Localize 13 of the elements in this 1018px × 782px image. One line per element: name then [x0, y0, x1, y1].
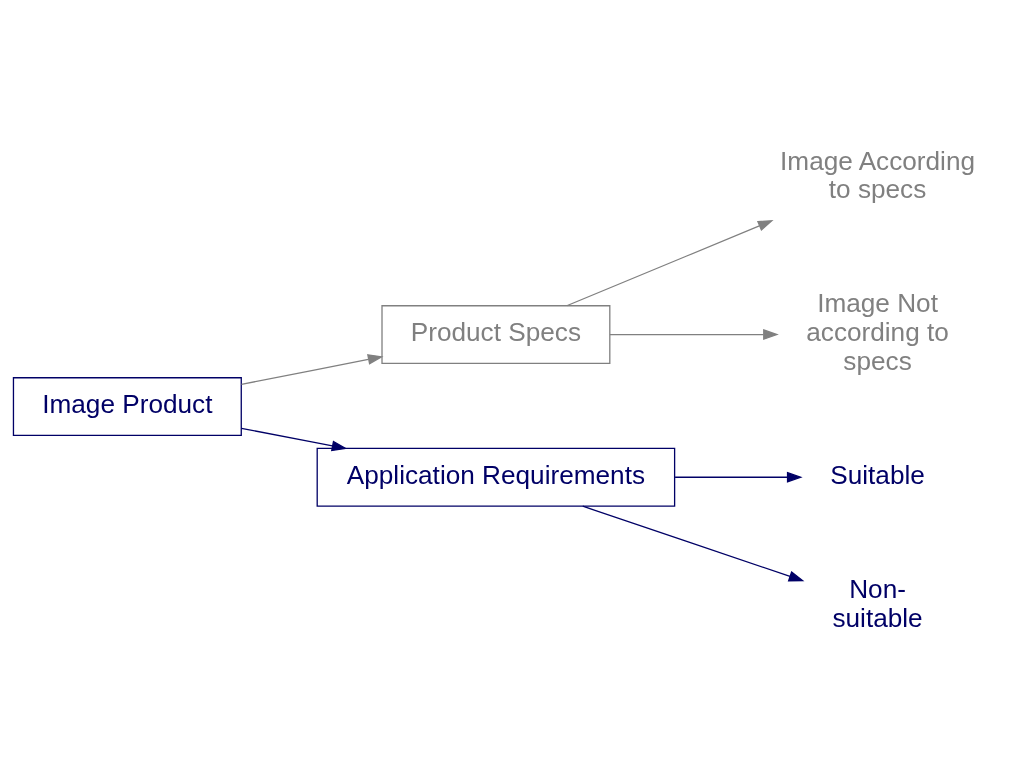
arrow — [674, 471, 803, 483]
node-text: Image Not according to specs — [806, 287, 949, 376]
arrow — [240, 353, 384, 385]
node-text: Suitable — [830, 459, 925, 490]
node-box: Product Specs — [381, 304, 611, 364]
arrow — [609, 328, 779, 340]
node-box: Application Requirements — [316, 447, 676, 507]
node-text: Image According to specs — [780, 145, 976, 204]
arrow — [582, 505, 805, 581]
node-box: Image Product — [12, 376, 242, 436]
arrow — [240, 427, 348, 451]
arrow — [566, 219, 774, 306]
node-text: Non-suitable — [832, 573, 923, 633]
